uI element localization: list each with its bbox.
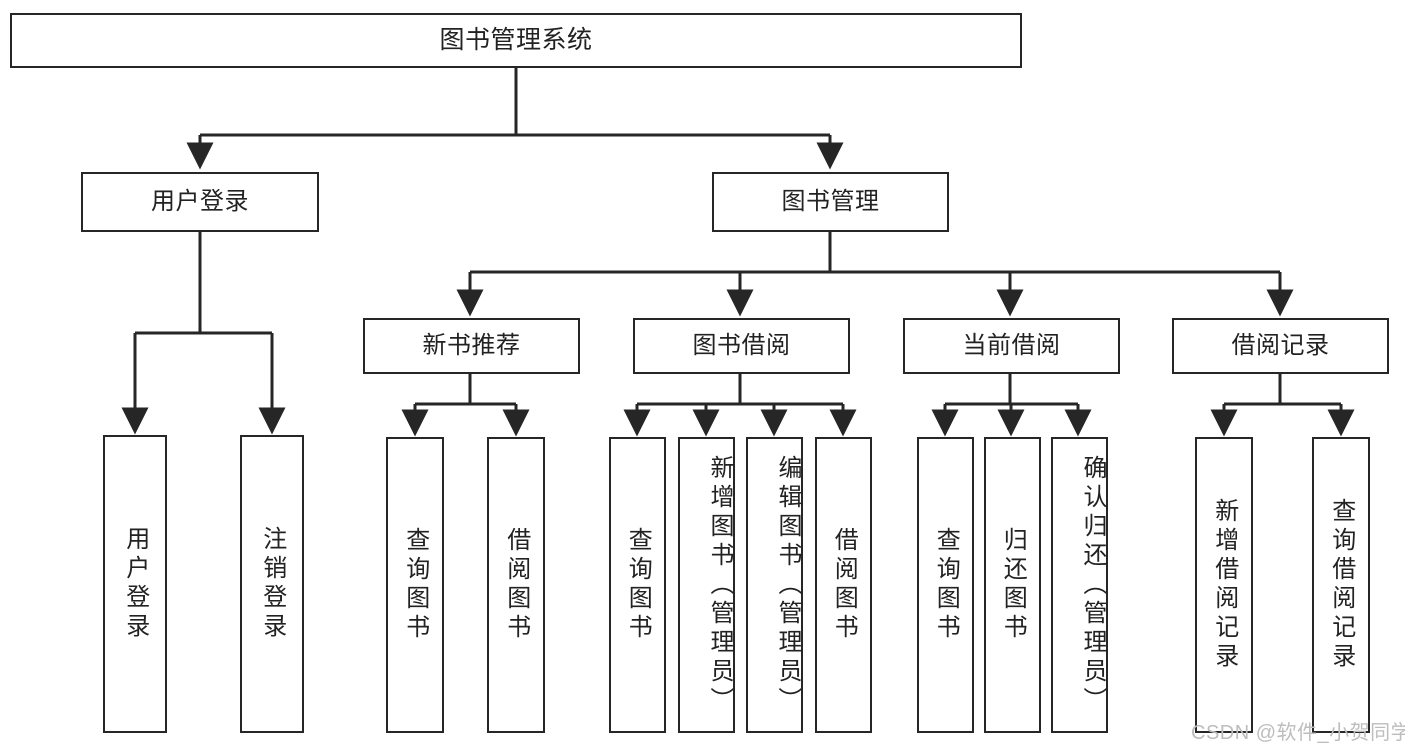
- node-leaf-logout-label: 注销登录: [258, 526, 286, 642]
- node-leaf-edit-book[interactable]: 编辑图书（管理员）: [746, 437, 803, 733]
- node-book-manage[interactable]: 图书管理: [712, 172, 949, 232]
- node-leaf-user-login-label: 用户登录: [121, 526, 149, 642]
- node-leaf-logout[interactable]: 注销登录: [240, 435, 304, 733]
- node-current-borrow[interactable]: 当前借阅: [903, 318, 1120, 374]
- node-leaf-user-login[interactable]: 用户登录: [103, 435, 167, 733]
- node-root-system[interactable]: 图书管理系统: [10, 13, 1022, 68]
- node-leaf-add-record[interactable]: 新增借阅记录: [1195, 437, 1253, 733]
- node-leaf-query-book-3-label: 查询图书: [932, 527, 960, 643]
- node-leaf-query-book-2[interactable]: 查询图书: [609, 437, 666, 733]
- node-leaf-borrow-book-2[interactable]: 借阅图书: [815, 437, 872, 733]
- node-leaf-query-book-2-label: 查询图书: [624, 527, 652, 643]
- node-leaf-query-book-1[interactable]: 查询图书: [386, 437, 444, 733]
- node-leaf-add-book-label: 新增图书（管理员）: [706, 454, 733, 716]
- node-leaf-query-record[interactable]: 查询借阅记录: [1312, 437, 1370, 733]
- node-book-borrow[interactable]: 图书借阅: [633, 318, 850, 374]
- node-leaf-borrow-book-1-label: 借阅图书: [502, 527, 530, 643]
- node-leaf-return-book-label: 归还图书: [999, 527, 1027, 643]
- node-leaf-confirm-return-label: 确认归还（管理员）: [1079, 454, 1106, 716]
- node-leaf-return-book[interactable]: 归还图书: [984, 437, 1041, 733]
- node-leaf-borrow-book-1[interactable]: 借阅图书: [487, 437, 545, 733]
- node-leaf-confirm-return[interactable]: 确认归还（管理员）: [1051, 437, 1108, 733]
- node-leaf-query-record-label: 查询借阅记录: [1327, 498, 1355, 672]
- node-borrow-record[interactable]: 借阅记录: [1172, 318, 1389, 374]
- node-leaf-borrow-book-2-label: 借阅图书: [830, 527, 858, 643]
- node-leaf-add-record-label: 新增借阅记录: [1210, 498, 1238, 672]
- node-leaf-query-book-1-label: 查询图书: [401, 527, 429, 643]
- node-leaf-add-book[interactable]: 新增图书（管理员）: [678, 437, 735, 733]
- node-new-book-recommend[interactable]: 新书推荐: [363, 318, 580, 374]
- node-leaf-edit-book-label: 编辑图书（管理员）: [774, 454, 801, 716]
- node-leaf-query-book-3[interactable]: 查询图书: [917, 437, 974, 733]
- csdn-watermark: CSDN @软件_小贺同学: [1191, 722, 1405, 744]
- node-user-login[interactable]: 用户登录: [81, 172, 319, 232]
